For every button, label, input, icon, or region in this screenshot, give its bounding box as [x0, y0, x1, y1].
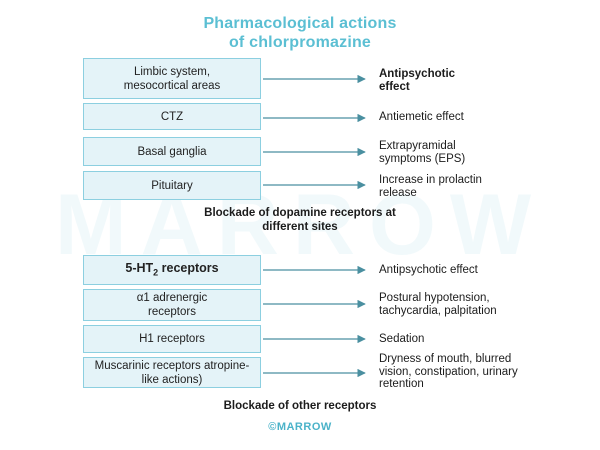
title-line-1: Pharmacological actions: [203, 15, 397, 32]
site-box-5ht2: 5-HT2 receptors: [83, 255, 261, 285]
effect-antiemetic: Antiemetic effect: [379, 111, 464, 123]
effect-antipsychotic-2: Antipsychotic effect: [379, 264, 478, 276]
title-line-2: of chlorpromazine: [228, 34, 372, 51]
5ht2-label: 5-HT2 receptors: [125, 260, 219, 278]
site-box-pituitary: Pituitary: [83, 171, 261, 200]
dopamine-caption: Blockade of dopamine receptors at differ…: [204, 207, 396, 233]
effect-prolactin: Increase in prolactin release: [379, 174, 482, 199]
diagram-title: Pharmacological actions of chlorpromazin…: [0, 14, 600, 52]
effect-eps: Extrapyramidal symptoms (EPS): [379, 140, 466, 165]
effect-antipsychotic: Antipsychotic effect: [379, 68, 456, 93]
site-box-alpha1: α1 adrenergic receptors: [83, 289, 261, 321]
site-box-muscarinic: Muscarinic receptors atropine-like actio…: [83, 357, 261, 388]
site-box-limbic: Limbic system, mesocortical areas: [83, 58, 261, 99]
site-box-ctz: CTZ: [83, 103, 261, 130]
effect-sedation: Sedation: [379, 333, 425, 345]
effect-anticholinergic: Dryness of mouth, blurred vision, consti…: [379, 353, 518, 390]
site-box-h1: H1 receptors: [83, 325, 261, 353]
other-caption: Blockade of other receptors: [223, 400, 377, 412]
effect-postural-hypotension: Postural hypotension, tachycardia, palpi…: [379, 292, 497, 317]
footer-copyright: ©MARROW: [268, 421, 332, 433]
site-box-basal-ganglia: Basal ganglia: [83, 137, 261, 166]
